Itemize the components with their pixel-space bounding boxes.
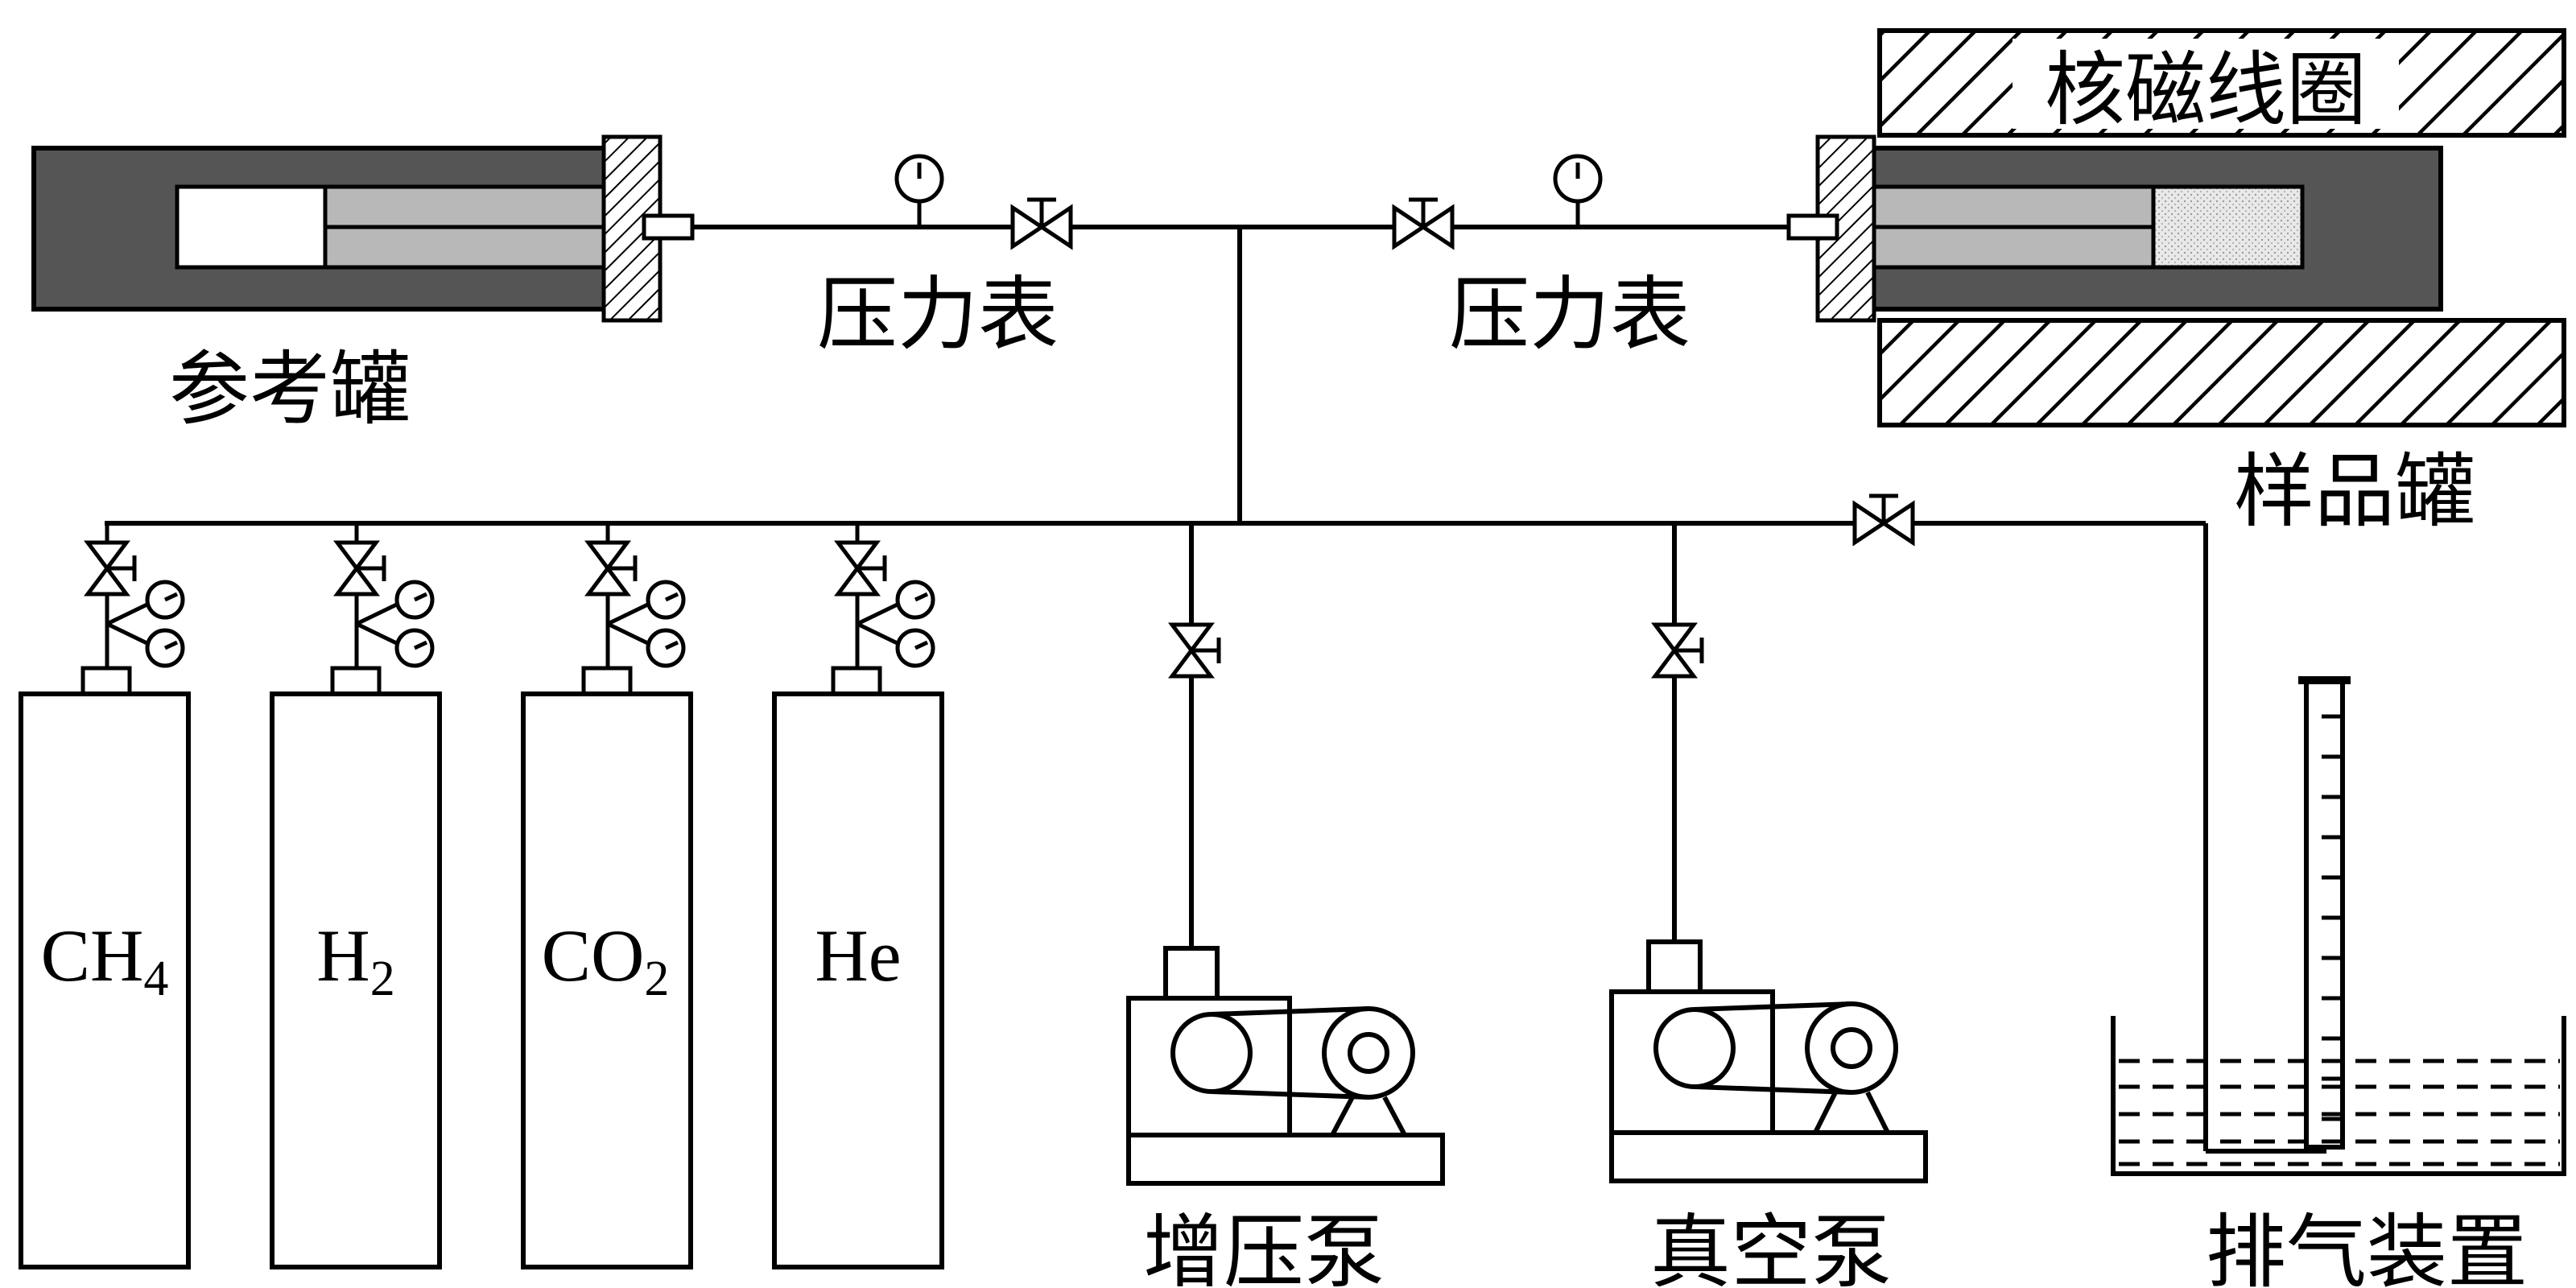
sample-tank: [1786, 134, 2443, 323]
vacuum-pump-label: 真空泵: [1650, 1205, 1892, 1288]
gas-cylinder-h2: H2: [270, 523, 442, 1269]
regulator-gauge-icon: [606, 580, 686, 668]
nmr-coil: [1877, 28, 2566, 427]
valve-icon: [1651, 622, 1704, 679]
regulator-gauge-icon: [856, 580, 935, 668]
valve-icon: [834, 523, 887, 672]
gas-cylinder-ch4: CH4: [19, 523, 191, 1269]
pressure-gauge-right-label: 压力表: [1449, 267, 1690, 361]
exhaust-device: [2111, 676, 2566, 1176]
valve-icon: [1168, 622, 1221, 679]
regulator-gauge-icon: [355, 580, 435, 668]
gas-label-h2: H2: [316, 914, 394, 1006]
pressure-gauge-right: [1553, 154, 1603, 227]
pressure-gauge-left: [894, 154, 944, 227]
sample-tank-label: 样品罐: [2234, 444, 2475, 539]
gas-label-co2: CO2: [542, 914, 670, 1006]
valve-icon: [1010, 197, 1073, 250]
regulator-gauge-icon: [105, 580, 185, 668]
gas-label-he: He: [815, 914, 901, 997]
booster-pump-label: 增压泵: [1143, 1205, 1385, 1288]
piping: [105, 225, 2326, 1154]
gas-cylinder-he: He: [772, 523, 944, 1269]
booster-pump: [1126, 622, 1445, 1186]
valve-icon: [1852, 493, 1915, 547]
nmr-coil-label: 核磁线圈: [2045, 43, 2367, 137]
valve-icon: [584, 523, 638, 672]
valve-icon: [333, 523, 386, 672]
gas-cylinder-co2: CO2: [521, 523, 693, 1269]
valve-icon: [1392, 197, 1455, 250]
reference-tank-label: 参考罐: [169, 342, 411, 436]
valve-icon: [84, 523, 137, 672]
reference-tank: [31, 134, 695, 323]
pressure-gauge-left-label: 压力表: [817, 267, 1059, 361]
vacuum-pump: [1609, 622, 1928, 1183]
exhaust-device-label: 排气装置: [2206, 1205, 2528, 1288]
gas-label-ch4: CH4: [41, 914, 169, 1006]
